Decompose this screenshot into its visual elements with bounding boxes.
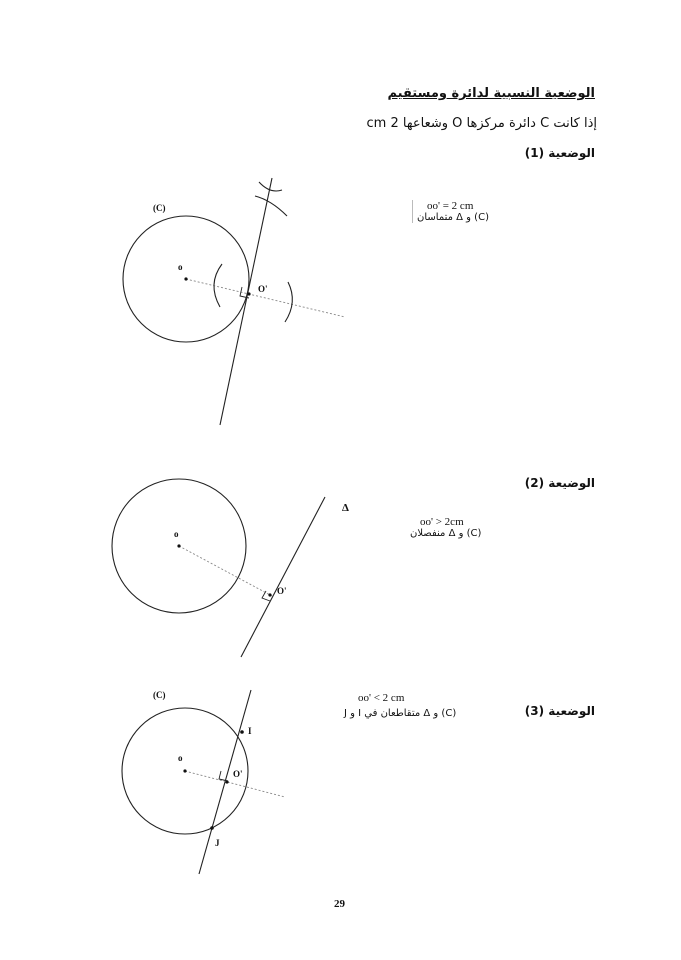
- exterior-line-2: [240, 496, 326, 658]
- foot-1-label: O': [258, 284, 268, 294]
- situation-2-relation: (C) و Δ منفصلان: [410, 528, 482, 539]
- tangent-line-1: [219, 177, 273, 426]
- right-angle-mark-2: [261, 590, 271, 602]
- circle-2: [111, 478, 247, 614]
- arc-mark-1b: [284, 281, 293, 323]
- foot-2-label: O': [277, 586, 287, 596]
- situation-1-label: الوضعية (1): [524, 146, 595, 160]
- intersection-point-i: [240, 730, 244, 734]
- foot-point-1: [247, 292, 251, 296]
- center-point-3: [183, 769, 187, 773]
- center-point-2: [177, 544, 181, 548]
- secant-line-3: [198, 689, 252, 875]
- situation-1-relation: (C) و Δ متماسان: [417, 212, 489, 223]
- page-number: 29: [334, 898, 345, 910]
- situation-3-label: الوضعية (3): [524, 704, 595, 718]
- situation-1-condition: oo' = 2 cm: [427, 200, 474, 212]
- foot-point-2: [268, 593, 272, 597]
- arc-mark-1a: [213, 263, 223, 308]
- right-angle-mark-1: [239, 286, 250, 299]
- perpendicular-3: [184, 770, 286, 798]
- point-i-label: I: [248, 726, 252, 736]
- circle-1-label: (C): [153, 203, 166, 213]
- center-1-label: o: [178, 262, 183, 272]
- center-3-label: o: [178, 753, 183, 763]
- perpendicular-2: [178, 545, 273, 597]
- circle-3-label: (C): [153, 690, 166, 700]
- foot-3-label: O': [233, 769, 243, 779]
- situation-2-label: الوضيعة (2): [524, 476, 595, 490]
- situation-3-condition: oo' < 2 cm: [358, 692, 405, 704]
- center-point-1: [184, 277, 188, 281]
- situation-2-condition: oo' > 2cm: [420, 516, 464, 528]
- situation-3-relation: (C) و Δ متقاطعان في I و J: [344, 708, 457, 719]
- arc-mark-1c: [254, 195, 288, 217]
- arc-mark-1d: [258, 181, 283, 192]
- point-j-label: J: [215, 838, 220, 848]
- line-delta-label: Δ: [342, 502, 349, 514]
- circle-3: [121, 707, 249, 835]
- situation-1-box: oo' = 2 cm (C) و Δ متماسان: [412, 200, 489, 223]
- situation-2-box: oo' > 2cm (C) و Δ منفصلان: [410, 516, 481, 539]
- intro-text: إذا كانت C دائرة مركزها O وشعاعها 2 cm: [366, 116, 597, 131]
- foot-point-3: [225, 780, 229, 784]
- page-title: الوضعية النسبية لدائرة ومستقيم: [387, 86, 595, 101]
- right-angle-mark-3: [218, 770, 229, 782]
- perpendicular-1: [185, 278, 346, 318]
- intersection-point-j: [210, 826, 214, 830]
- center-2-label: o: [174, 529, 179, 539]
- circle-1: [122, 215, 250, 343]
